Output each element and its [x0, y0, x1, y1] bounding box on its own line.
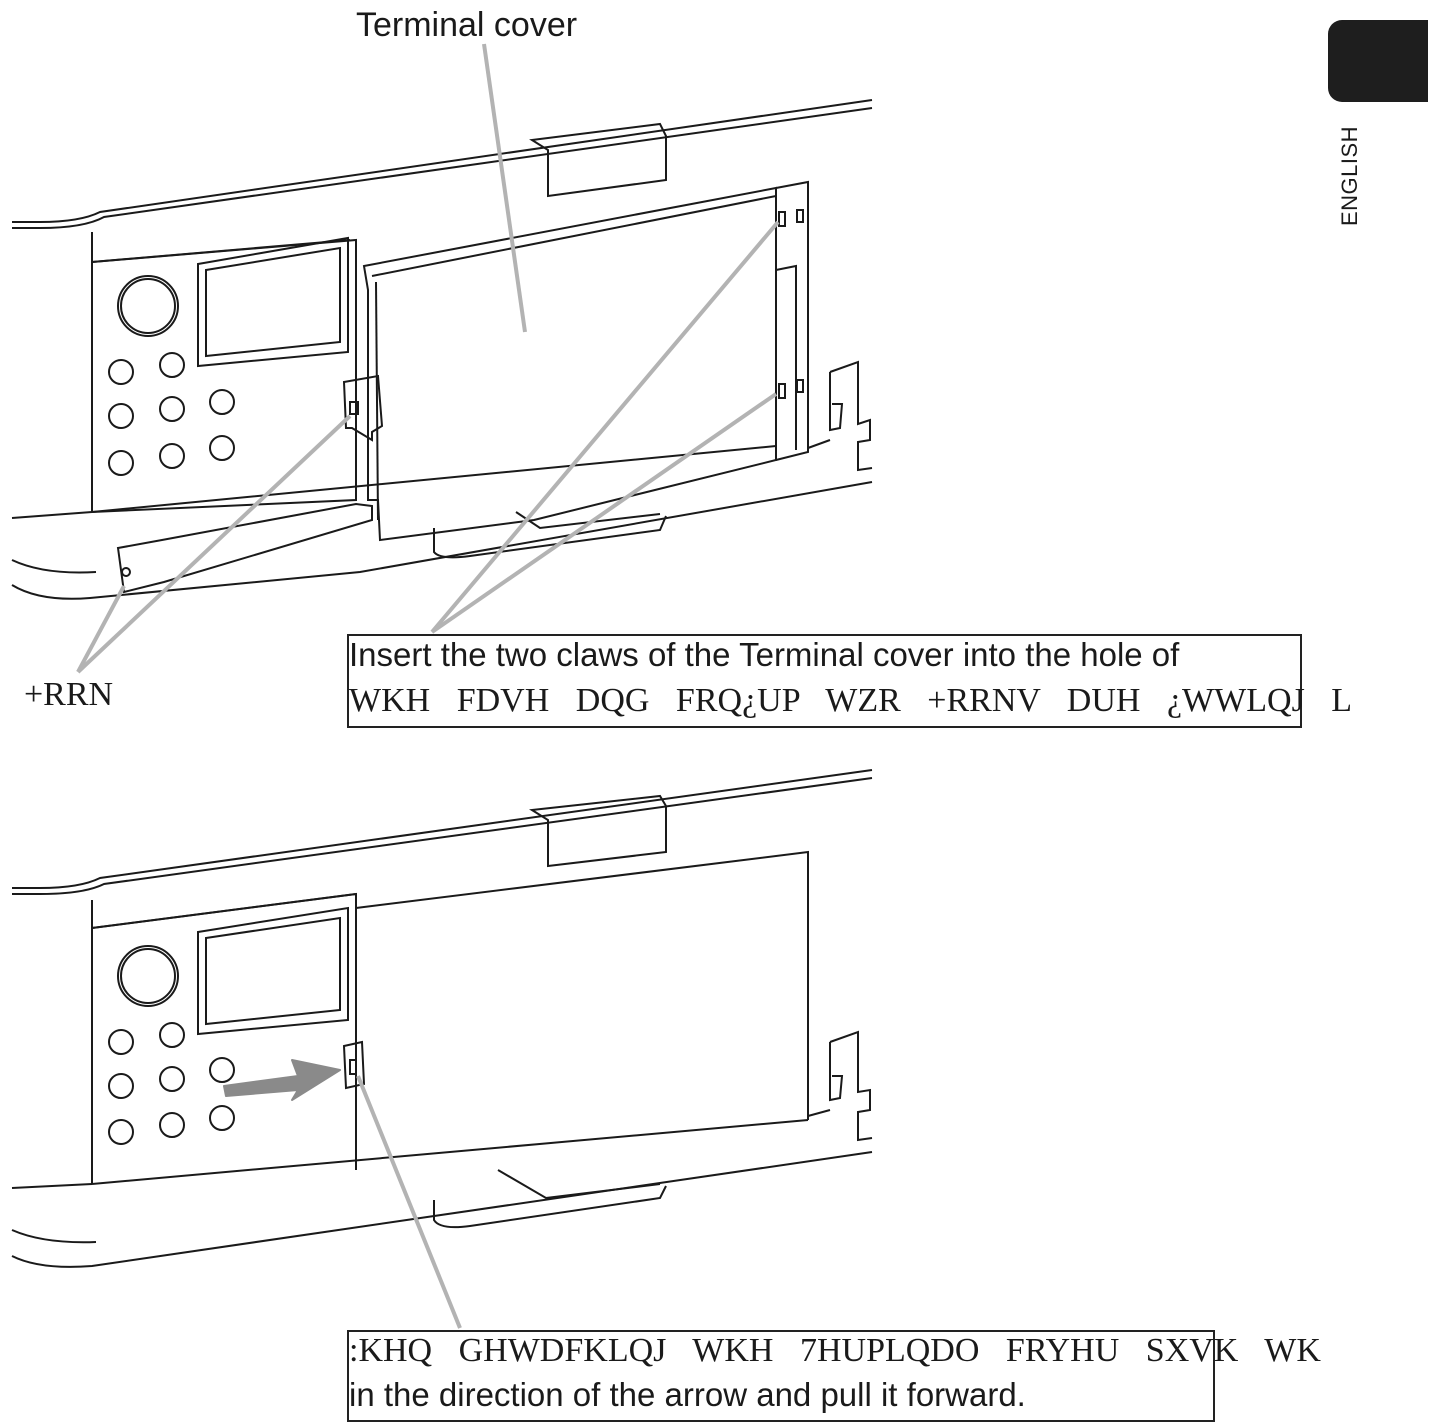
instruction-detach-line-2: in the direction of the arrow and pull i…	[349, 1376, 1026, 1413]
instruction-detach-line-1: :KHQ GHWDFKLQJ WKH 7HUPLQDO FRYHU SXVK W…	[349, 1332, 1321, 1369]
hook-label: +RRN	[24, 676, 114, 713]
instruction-attach-line-2: WKH FDVH DQG FRQ¿UP WZR +RRNV DUH ¿WWLQJ…	[349, 682, 1353, 719]
leader-lines-top	[76, 43, 780, 674]
terminal-cover-label: Terminal cover	[356, 6, 578, 44]
projector-front-open	[11, 99, 873, 600]
arrow-right-icon	[223, 1059, 341, 1101]
instruction-box-attach	[347, 634, 1302, 728]
language-label: ENGLISH	[1337, 125, 1362, 227]
instruction-attach-line-1: Insert the two claws of the Terminal cov…	[349, 636, 1180, 673]
instruction-box-detach	[347, 1330, 1215, 1422]
projector-front-closed	[11, 769, 873, 1268]
language-tab	[1328, 20, 1428, 102]
leader-line-bottom	[356, 1075, 462, 1329]
